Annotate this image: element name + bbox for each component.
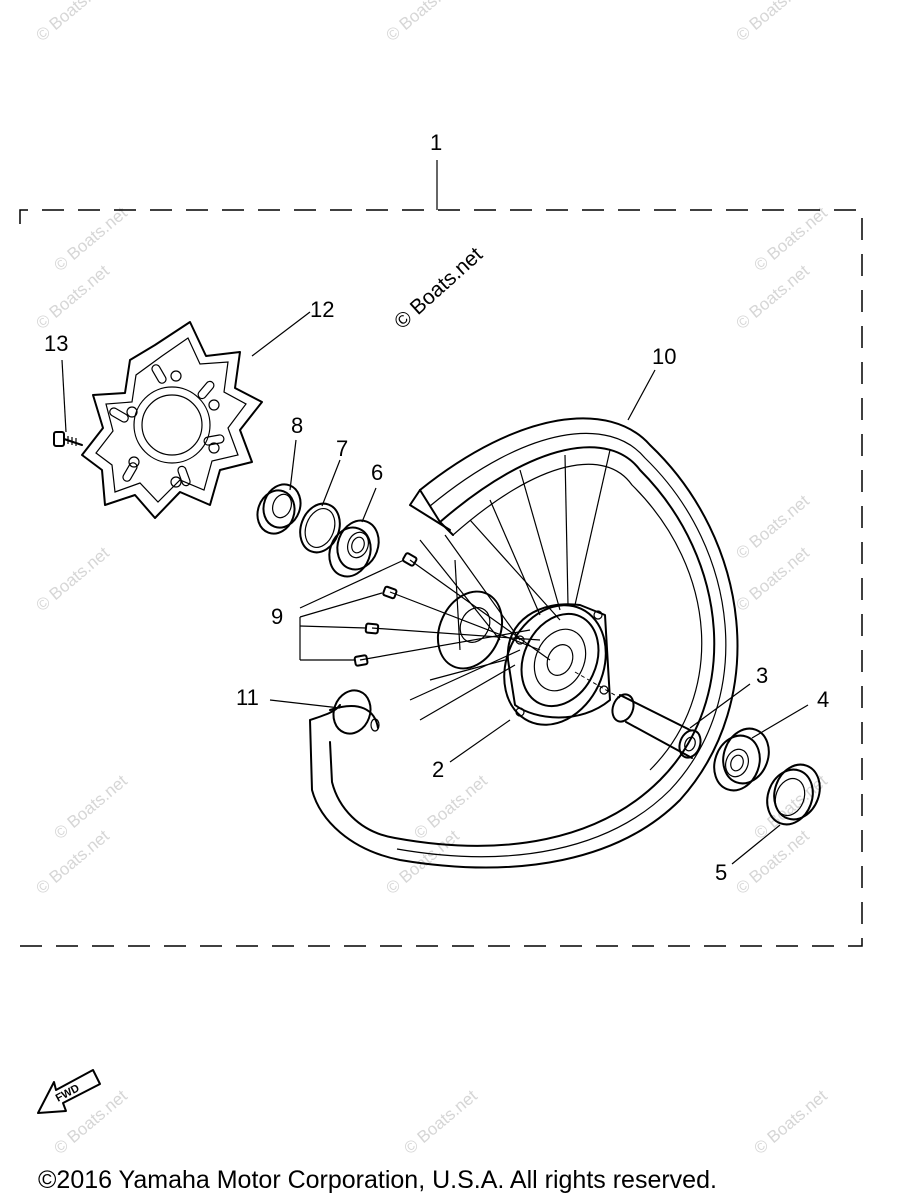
- oil-seal-right: [766, 763, 821, 826]
- callout-2: 2: [432, 757, 444, 782]
- callout-5: 5: [715, 860, 727, 885]
- wheel-rim: [309, 417, 739, 869]
- wheel-hub: [436, 590, 611, 726]
- circlip: [299, 502, 341, 554]
- oil-seal-left: [256, 483, 302, 535]
- spoke-nipples: [353, 552, 418, 667]
- copyright-notice: ©2016 Yamaha Motor Corporation, U.S.A. A…: [38, 1166, 717, 1194]
- watermark-grid: © Boats.net © Boats.net © Boats.net © Bo…: [32, 0, 831, 1158]
- watermark: © Boats.net: [32, 543, 113, 615]
- watermark-main: © Boats.net: [390, 243, 487, 334]
- callout-labels: 1 2 3 4 5 6 7 8 9 10 11 12 13: [44, 130, 829, 885]
- spacer-collar: [611, 693, 702, 759]
- callout-10: 10: [652, 344, 676, 369]
- callout-3: 3: [756, 663, 768, 688]
- watermark: © Boats.net: [732, 0, 813, 45]
- brake-disc: [81, 321, 263, 519]
- watermark: © Boats.net: [750, 1086, 831, 1158]
- watermark: © Boats.net: [50, 203, 131, 275]
- axle-line: [574, 671, 621, 699]
- callout-11: 11: [236, 685, 259, 710]
- callout-4: 4: [817, 687, 829, 712]
- callout-12: 12: [310, 297, 334, 322]
- callout-7: 7: [336, 436, 348, 461]
- watermark: © Boats.net: [32, 826, 113, 898]
- leader-lines: [61, 311, 809, 865]
- watermark: © Boats.net: [732, 826, 813, 898]
- callout-6: 6: [371, 460, 383, 485]
- callout-9: 9: [271, 604, 283, 629]
- rim-band: [329, 689, 380, 735]
- watermark: © Boats.net: [400, 1086, 481, 1158]
- watermark: © Boats.net: [50, 771, 131, 843]
- watermark: © Boats.net: [32, 0, 113, 45]
- spokes: [359, 449, 611, 721]
- callout-1: 1: [430, 130, 442, 155]
- bearing-right: [713, 727, 770, 792]
- watermark: © Boats.net: [382, 0, 463, 45]
- bearing-left: [328, 519, 380, 578]
- callout-8: 8: [291, 413, 303, 438]
- watermark: © Boats.net: [732, 261, 813, 333]
- assembly-boundary: [19, 209, 863, 947]
- disc-bolt: [53, 431, 83, 447]
- fwd-arrow-icon: FWD: [37, 1069, 101, 1114]
- callout-13: 13: [44, 331, 68, 356]
- watermark: © Boats.net: [32, 261, 113, 333]
- watermark: © Boats.net: [750, 203, 831, 275]
